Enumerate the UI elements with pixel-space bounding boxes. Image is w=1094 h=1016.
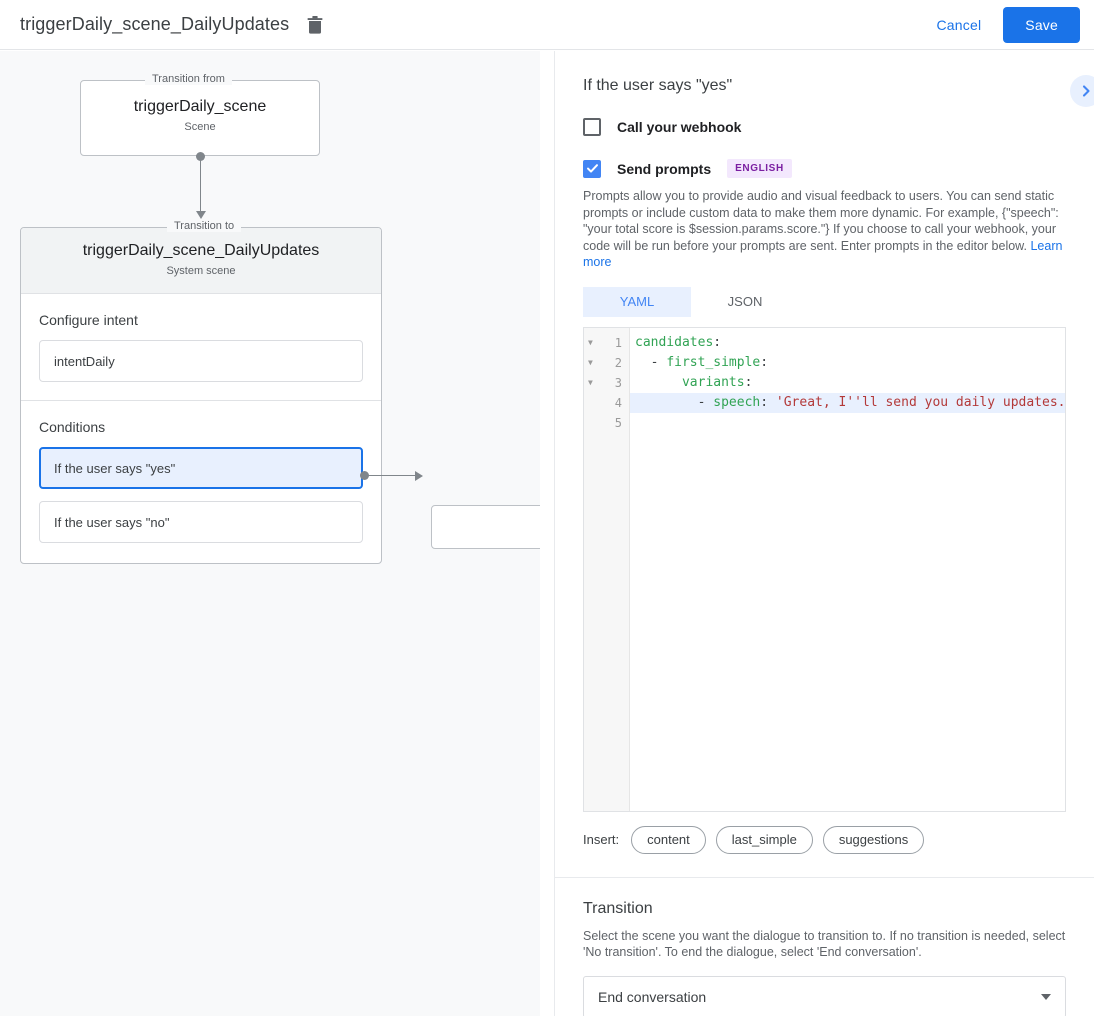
insert-label: Insert:: [583, 832, 620, 847]
code-token: first_simple: [666, 354, 761, 370]
condition-edge-arrow-icon: [415, 471, 423, 481]
transition-to-legend: Transition to: [167, 220, 242, 232]
editor-code-line[interactable]: candidates:: [630, 333, 1065, 353]
call-webhook-label: Call your webhook: [617, 119, 742, 135]
intent-field[interactable]: intentDaily: [39, 340, 363, 382]
chevron-right-icon[interactable]: [1070, 75, 1094, 107]
code-token: candidates: [635, 334, 714, 350]
webhook-row-wrapper: Call your webhook Send prompts ENGLISH P…: [555, 118, 1094, 854]
editor-line-number: ▼3: [584, 373, 629, 393]
send-prompts-checkbox[interactable]: [583, 159, 601, 178]
edge-source-dot: [196, 152, 205, 161]
tab-json[interactable]: JSON: [727, 294, 763, 309]
tab-yaml[interactable]: YAML: [583, 286, 691, 317]
transition-heading: Transition: [583, 899, 653, 917]
transition-to-title: triggerDaily_scene_DailyUpdates: [82, 242, 320, 259]
fold-toggle-icon[interactable]: ▼: [588, 337, 593, 347]
fold-toggle-icon[interactable]: ▼: [588, 377, 593, 387]
transition-from-subtitle: Scene: [184, 121, 216, 133]
line-number-text: 4: [614, 395, 622, 410]
code-token: variants: [681, 374, 745, 390]
configure-intent-label: Configure intent: [39, 312, 138, 328]
condition-edge-dot: [360, 471, 369, 480]
transition-section: Transition Select the scene you want the…: [555, 878, 1094, 1016]
configure-intent-section: Configure intent intentDaily: [21, 294, 381, 382]
editor-line-number: ▼2: [584, 353, 629, 373]
conditions-section: Conditions If the user says "yes" If the…: [21, 401, 381, 563]
panel-heading: If the user says "yes": [583, 77, 733, 94]
line-number-text: 3: [614, 375, 622, 390]
call-webhook-row[interactable]: Call your webhook: [583, 118, 1066, 136]
editor-code-line[interactable]: variants:: [630, 373, 1065, 393]
editor-code-area[interactable]: candidates: - first_simple: variants: - …: [630, 328, 1065, 811]
line-number-text: 1: [614, 335, 622, 350]
section-divider: [21, 400, 381, 401]
panel-header: If the user says "yes": [555, 51, 1094, 107]
code-token: 'Great, I''ll send you daily updates.': [775, 394, 1065, 410]
transition-from-node[interactable]: Transition from triggerDaily_scene Scene: [80, 73, 320, 156]
transition-from-legend: Transition from: [145, 73, 232, 85]
code-token: :: [713, 334, 722, 350]
transition-from-title: triggerDaily_scene: [133, 98, 267, 115]
condition-item-no[interactable]: If the user says "no": [39, 501, 363, 543]
conditions-label: Conditions: [39, 419, 106, 435]
transition-description: Select the scene you want the dialogue t…: [583, 928, 1066, 960]
condition-edge-line: [366, 475, 416, 476]
code-token: :: [760, 354, 769, 370]
scene-graph-canvas[interactable]: Transition from triggerDaily_scene Scene…: [0, 51, 540, 1016]
code-token: :: [760, 394, 776, 410]
save-button[interactable]: Save: [1003, 6, 1080, 43]
panel-left-border: [554, 51, 555, 1016]
format-tabs: YAML JSON: [583, 286, 1066, 317]
prompts-description-text: Prompts allow you to provide audio and v…: [583, 189, 1059, 253]
code-token: [635, 375, 682, 390]
fold-toggle-icon[interactable]: ▼: [588, 357, 593, 367]
editor-code-line[interactable]: - speech: 'Great, I''ll send you daily u…: [630, 392, 1065, 413]
transition-select-value: End conversation: [598, 988, 707, 1005]
code-token: -: [635, 354, 667, 370]
transition-select[interactable]: End conversation: [583, 975, 1066, 1016]
transition-to-node[interactable]: Transition to triggerDaily_scene_DailyUp…: [20, 220, 382, 564]
details-panel: If the user says "yes" Call your webhook…: [555, 51, 1094, 1016]
send-prompts-label: Send prompts: [617, 160, 712, 177]
edge-arrow-down-icon: [196, 211, 206, 219]
code-token: speech: [713, 394, 761, 410]
learn-more-link[interactable]: Learn more: [583, 238, 1063, 270]
transition-to-header: triggerDaily_scene_DailyUpdates System s…: [21, 228, 381, 294]
line-number-text: 2: [614, 355, 622, 370]
caret-down-icon: [1041, 993, 1051, 1000]
editor-line-number: 4: [584, 393, 629, 413]
insert-chip-suggestions[interactable]: suggestions: [822, 825, 925, 854]
editor-code-line[interactable]: - first_simple:: [630, 353, 1065, 373]
page-title: triggerDaily_scene_DailyUpdates: [20, 14, 290, 34]
insert-chip-last-simple[interactable]: last_simple: [715, 825, 813, 854]
code-token: :: [744, 374, 753, 390]
top-bar: triggerDaily_scene_DailyUpdates Cancel S…: [0, 0, 1094, 50]
call-webhook-checkbox[interactable]: [583, 118, 601, 136]
editor-line-number: 5: [584, 413, 629, 433]
edge-vertical-line: [200, 157, 201, 213]
condition-item-yes[interactable]: If the user says "yes": [39, 447, 363, 489]
line-number-text: 5: [614, 415, 622, 430]
prompts-description: Prompts allow you to provide audio and v…: [583, 188, 1066, 271]
transition-target-node[interactable]: [431, 505, 540, 549]
insert-row: Insert: content last_simple suggestions: [583, 825, 1066, 854]
insert-chip-content[interactable]: content: [631, 825, 706, 854]
cancel-button[interactable]: Cancel: [925, 9, 994, 41]
canvas-gap: [540, 51, 541, 1016]
send-prompts-row[interactable]: Send prompts ENGLISH: [583, 159, 1066, 178]
editor-code-line[interactable]: [630, 413, 1065, 433]
delete-icon[interactable]: [303, 13, 327, 37]
code-token: -: [635, 394, 714, 410]
editor-line-number: ▼1: [584, 333, 629, 353]
transition-to-subtitle: System scene: [166, 265, 236, 277]
panel-section-divider: [555, 876, 1094, 878]
language-badge: ENGLISH: [727, 159, 792, 178]
